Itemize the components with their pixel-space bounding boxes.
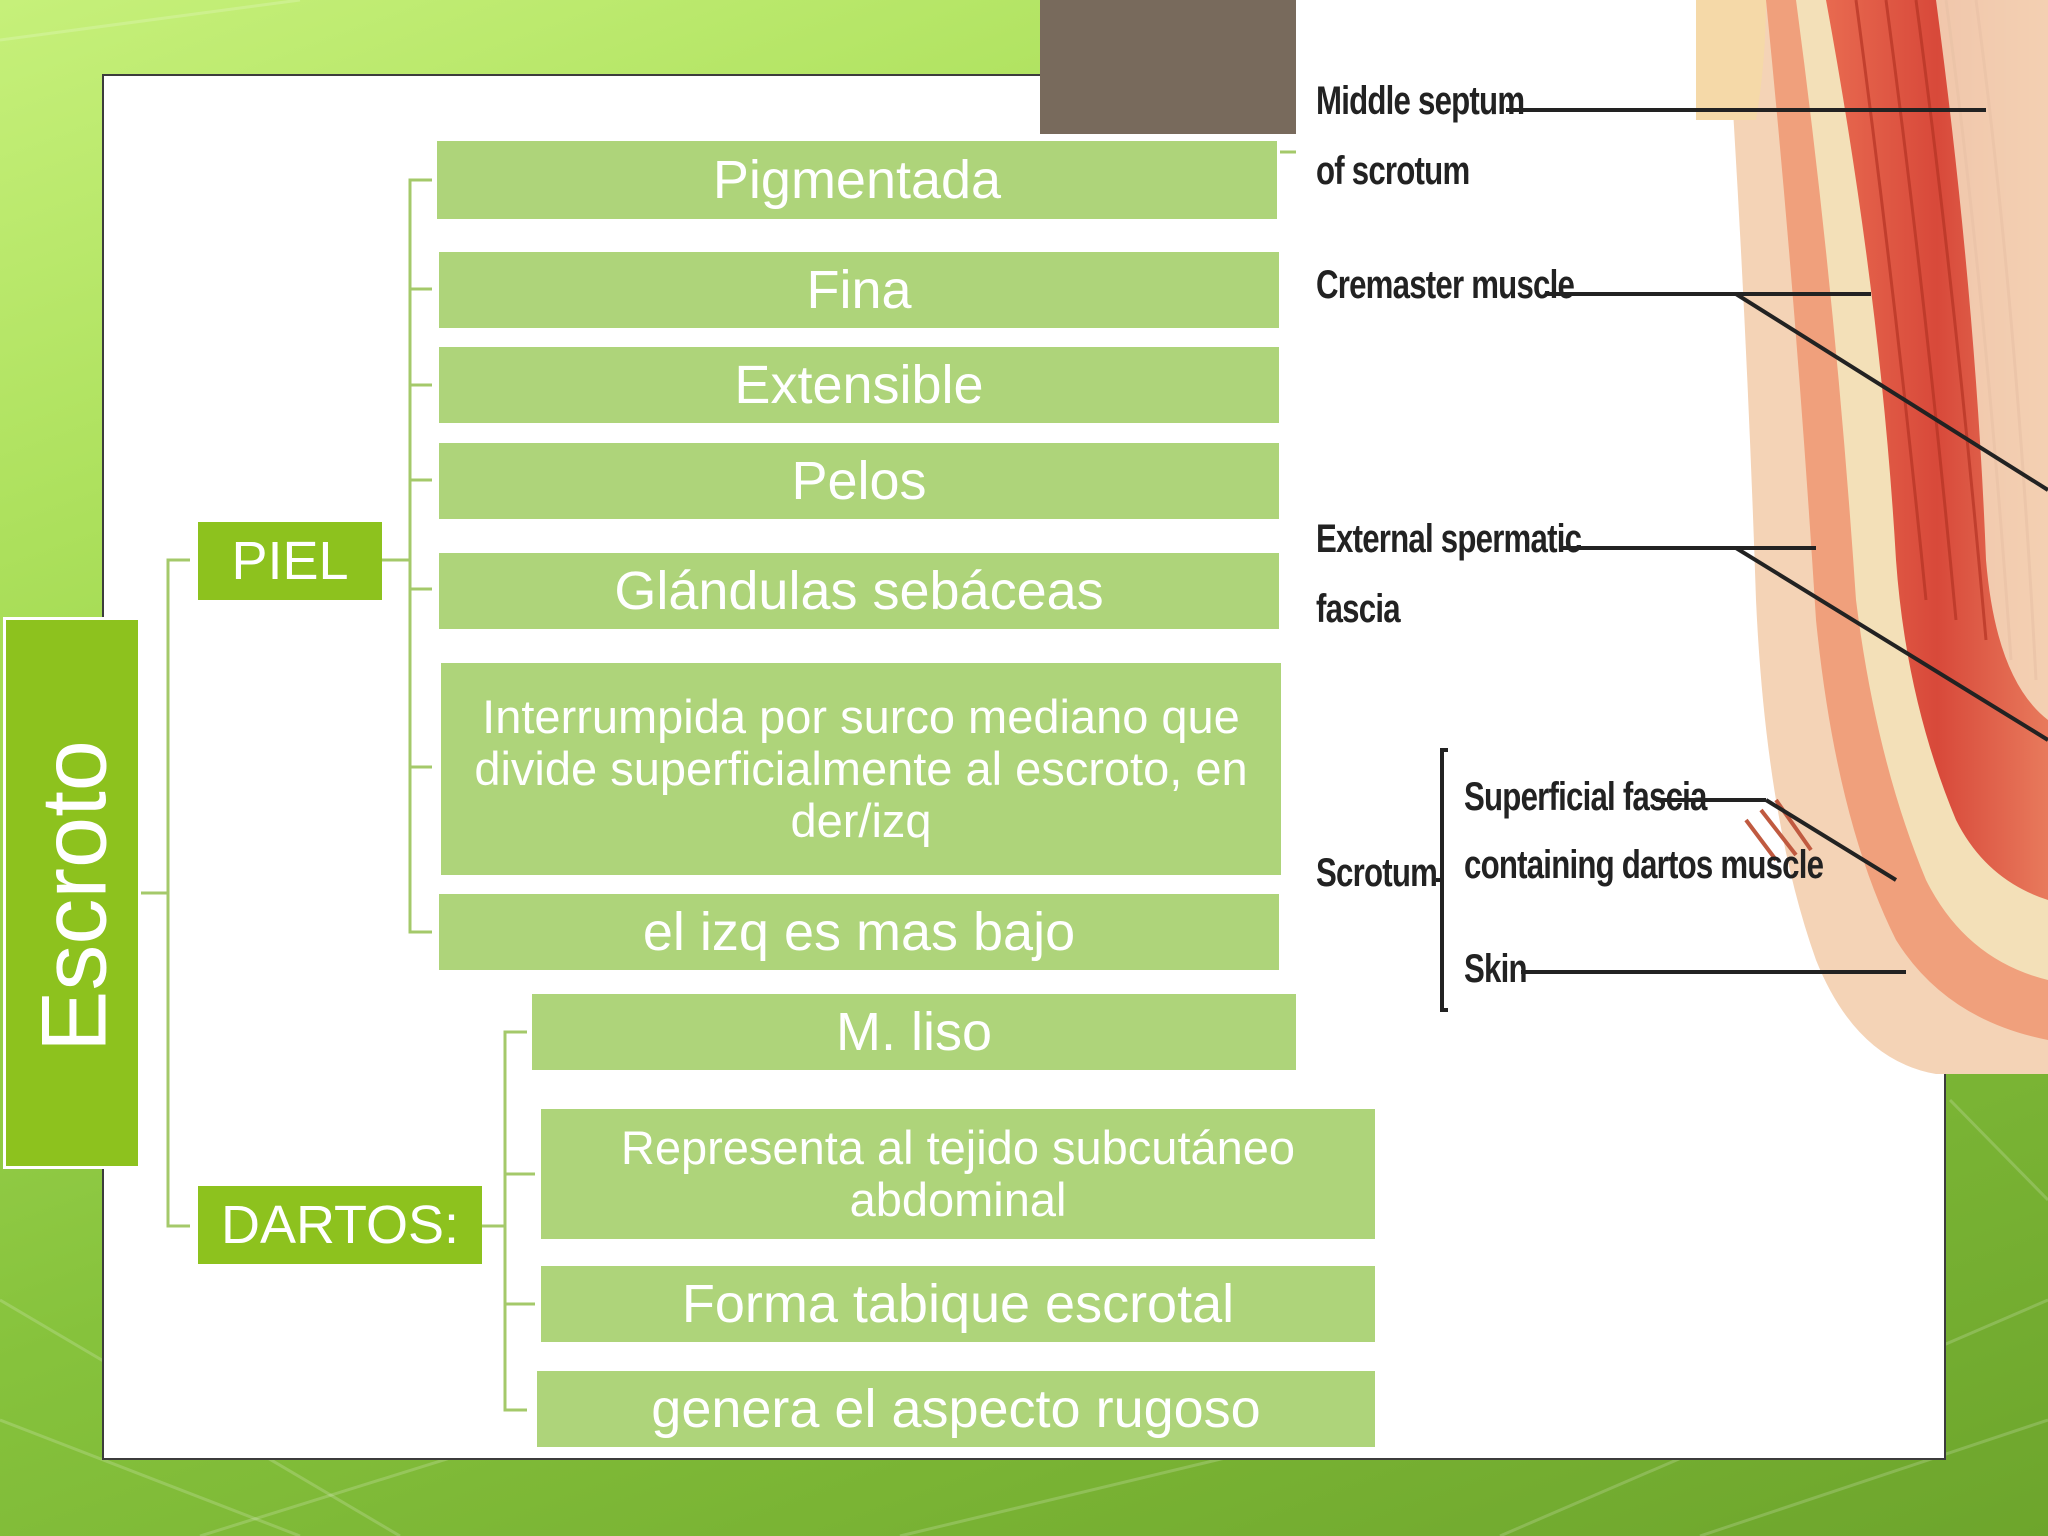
- dartos-item-tabique-escrotal: Forma tabique escrotal: [538, 1263, 1378, 1345]
- piel-item-pigmentada: Pigmentada: [434, 138, 1280, 222]
- anatomy-illustration: Middle septum of scrotum Cremaster muscl…: [1296, 0, 2048, 1074]
- piel-item-interrumpida: Interrumpida por surco mediano que divid…: [438, 660, 1284, 878]
- label-of-scrotum: of scrotum: [1316, 149, 1470, 193]
- piel-item-fina: Fina: [436, 249, 1282, 331]
- header-decoration: [1040, 0, 1310, 134]
- category-piel: PIEL: [198, 522, 382, 600]
- root-label: Escroto: [23, 740, 126, 1052]
- category-dartos: DARTOS:: [198, 1186, 482, 1264]
- dartos-item-aspecto-rugoso: genera el aspecto rugoso: [534, 1368, 1378, 1450]
- dartos-item-m-liso: M. liso: [529, 991, 1299, 1073]
- label-middle-septum: Middle septum: [1316, 79, 1525, 123]
- piel-item-pelos: Pelos: [436, 440, 1282, 522]
- piel-item-glandulas-sebaceas: Glándulas sebáceas: [436, 550, 1282, 632]
- category-piel-label: PIEL: [231, 531, 349, 591]
- piel-item-izq-mas-bajo: el izq es mas bajo: [436, 891, 1282, 973]
- dartos-item-representa: Representa al tejido subcutáneo abdomina…: [538, 1106, 1378, 1242]
- label-superficial-fascia: Superficial fascia: [1464, 775, 1707, 819]
- root-node-escroto: Escroto: [3, 617, 141, 1169]
- label-cremaster-muscle: Cremaster muscle: [1316, 263, 1575, 307]
- label-containing-dartos: containing dartos muscle: [1464, 843, 1824, 887]
- label-scrotum: Scrotum: [1316, 851, 1438, 895]
- label-external-spermatic: External spermatic: [1316, 517, 1582, 561]
- label-fascia: fascia: [1316, 587, 1401, 631]
- piel-item-extensible: Extensible: [436, 344, 1282, 426]
- scrotum-layers-drawing: [1436, 0, 2048, 1074]
- label-skin: Skin: [1464, 947, 1528, 991]
- category-dartos-label: DARTOS:: [220, 1195, 460, 1255]
